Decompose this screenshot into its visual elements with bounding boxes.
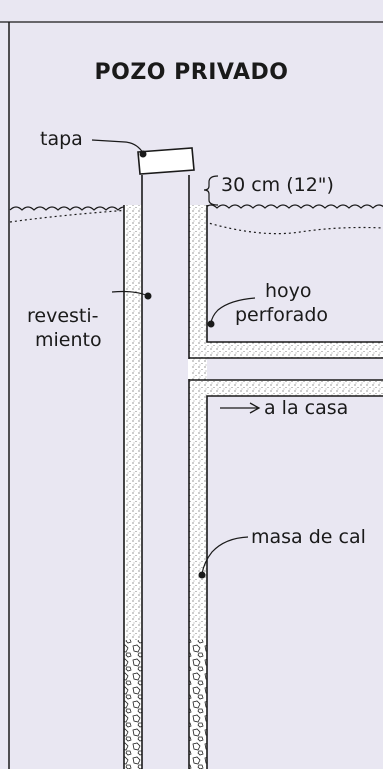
to-house-arrowhead: [249, 402, 261, 414]
borehole-right-wall-lower: [206, 395, 383, 769]
borehole-leader: [210, 297, 256, 324]
casing-label-line1: revesti-: [27, 305, 99, 327]
gravel-right: [189, 640, 207, 769]
grout-leader: [201, 536, 249, 575]
borehole-right-wall-upper: [206, 205, 383, 343]
grout-label: masa de cal: [251, 526, 366, 548]
grass-left: [9, 206, 131, 211]
casing-dot: [144, 292, 152, 300]
well-cap: [137, 147, 195, 175]
pipe-opening: [188, 359, 191, 379]
branch-lower-grout: [189, 380, 383, 396]
borehole-label-line2: perforado: [235, 304, 329, 326]
grout-dot: [198, 571, 206, 579]
diagram-title: POZO PRIVADO: [94, 60, 289, 85]
cap-label: tapa: [40, 128, 83, 150]
borehole-label-line1: hoyo: [265, 280, 312, 302]
branch-upper-grout: [189, 342, 383, 358]
ground-line-right: [204, 221, 383, 235]
cap-leader: [91, 139, 144, 154]
gravel-left: [124, 640, 142, 769]
width-label: 30 cm (12"): [221, 174, 334, 196]
width-bracket: [203, 175, 219, 206]
grout-left: [124, 205, 142, 769]
borehole-dot: [207, 320, 215, 328]
to-house-label: a la casa: [264, 397, 349, 419]
ground-line-left: [9, 209, 131, 223]
cap-dot: [139, 150, 147, 158]
grass-right: [204, 204, 383, 209]
casing-label-line2: miento: [35, 329, 102, 351]
